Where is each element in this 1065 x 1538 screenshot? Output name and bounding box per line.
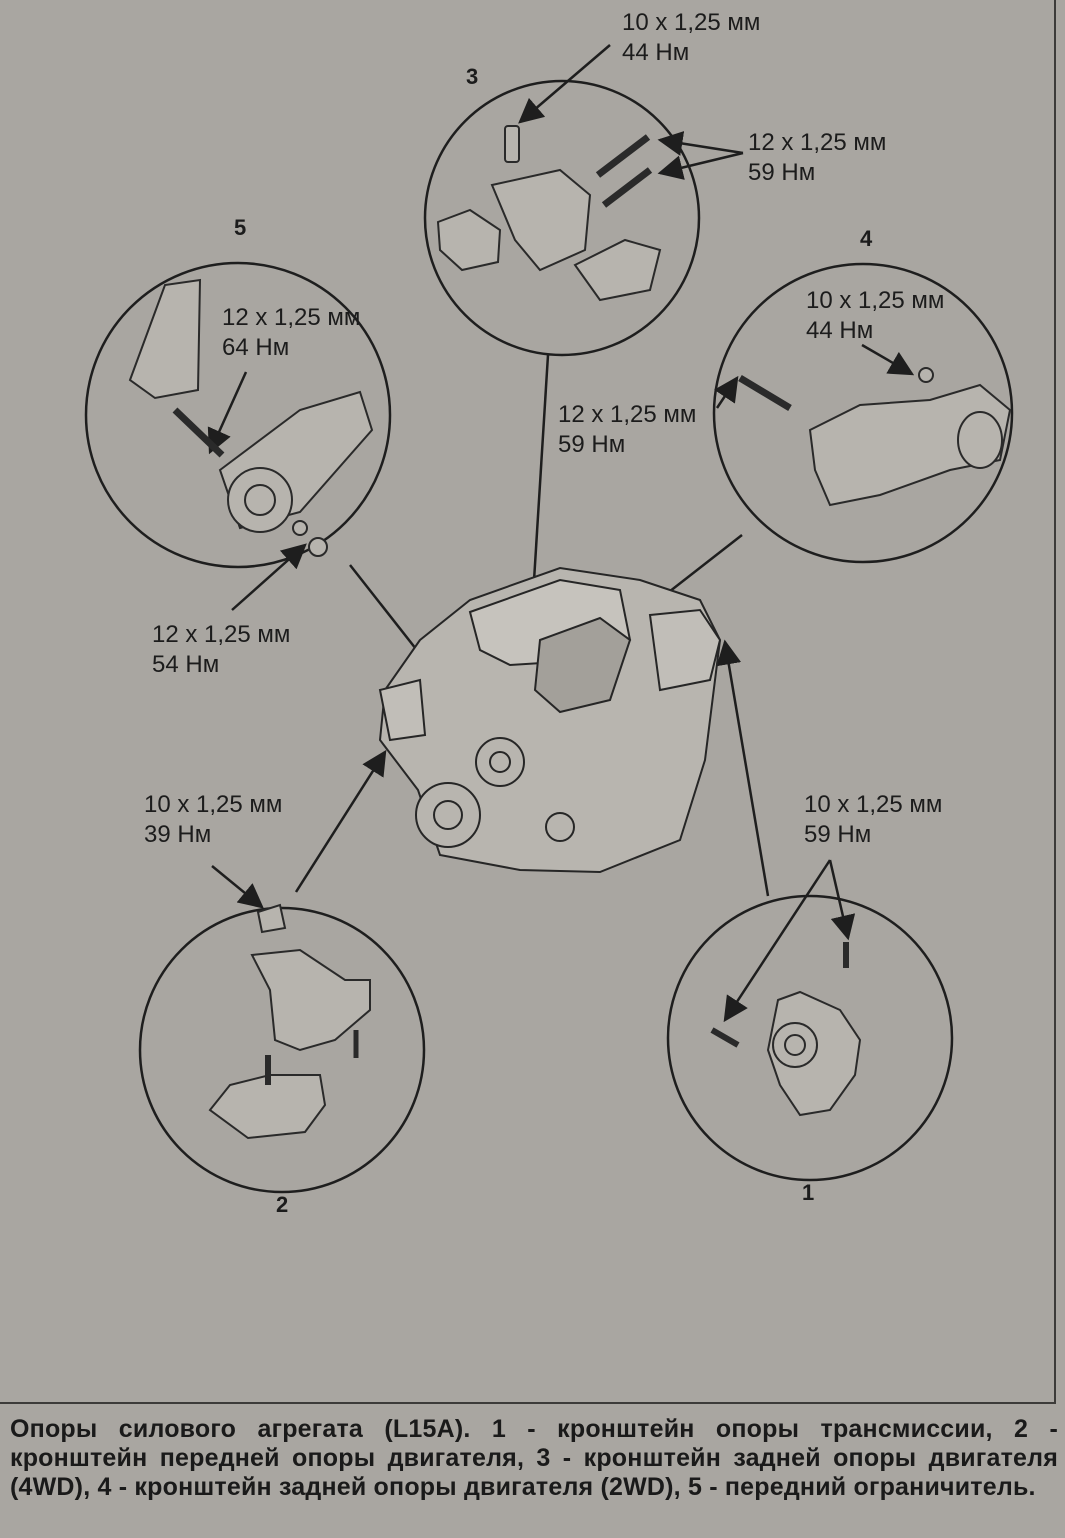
leader-2 — [294, 749, 387, 893]
bolt-size: 10 x 1,25 мм — [806, 287, 945, 314]
torque-value: 64 Нм — [222, 334, 290, 361]
engine-mounts-diagram — [84, 44, 1014, 1194]
part-sketches — [128, 125, 1012, 1140]
detail-number-5: 5 — [234, 215, 247, 240]
callout-2: 10 x 1,25 мм 39 Нм — [144, 790, 282, 850]
torque-value: 44 Нм — [622, 39, 690, 66]
callout-1: 10 x 1,25 мм 59 Нм — [804, 790, 942, 850]
bolt-size: 10 x 1,25 мм — [804, 791, 943, 818]
bolt-size: 10 x 1,25 мм — [622, 9, 761, 36]
bolt-size: 12 x 1,25 мм — [222, 304, 361, 331]
detail-circle-5 — [84, 261, 392, 569]
torque-value: 59 Нм — [558, 431, 626, 458]
callout-5-inner: 12 x 1,25 мм 64 Нм — [222, 303, 360, 363]
torque-value: 39 Нм — [144, 821, 212, 848]
detail-number-3: 3 — [466, 64, 479, 89]
detail-circle-3 — [423, 79, 701, 357]
torque-value: 54 Нм — [152, 651, 220, 678]
figure-caption: Опоры силового агрегата (L15A). 1 - крон… — [10, 1415, 1058, 1501]
torque-value: 59 Нм — [748, 159, 816, 186]
callout-3-right: 12 x 1,25 мм 59 Нм — [748, 128, 886, 188]
bolt-size: 12 x 1,25 мм — [558, 401, 697, 428]
callout-4-inner: 10 x 1,25 мм 44 Нм — [806, 286, 944, 346]
bolt-size: 10 x 1,25 мм — [144, 791, 283, 818]
leader-1 — [716, 639, 770, 897]
torque-value: 44 Нм — [806, 317, 874, 344]
torque-value: 59 Нм — [804, 821, 872, 848]
engine-assembly — [378, 566, 722, 874]
bolt-size: 12 x 1,25 мм — [748, 129, 887, 156]
detail-circle-2 — [138, 906, 426, 1194]
callout-center: 12 x 1,25 мм 59 Нм — [558, 400, 696, 460]
callout-5-outer: 12 x 1,25 мм 54 Нм — [152, 620, 290, 680]
detail-number-1: 1 — [802, 1180, 815, 1205]
detail-circle-1 — [666, 894, 954, 1182]
detail-circle-4 — [712, 262, 1014, 564]
detail-number-2: 2 — [276, 1192, 289, 1217]
detail-number-4: 4 — [860, 226, 873, 251]
bolt-size: 12 x 1,25 мм — [152, 621, 291, 648]
diagram-figure: 10 x 1,25 мм 44 Нм 12 x 1,25 мм 59 Нм 12… — [0, 0, 1056, 1404]
callout-3-top: 10 x 1,25 мм 44 Нм — [622, 8, 760, 68]
